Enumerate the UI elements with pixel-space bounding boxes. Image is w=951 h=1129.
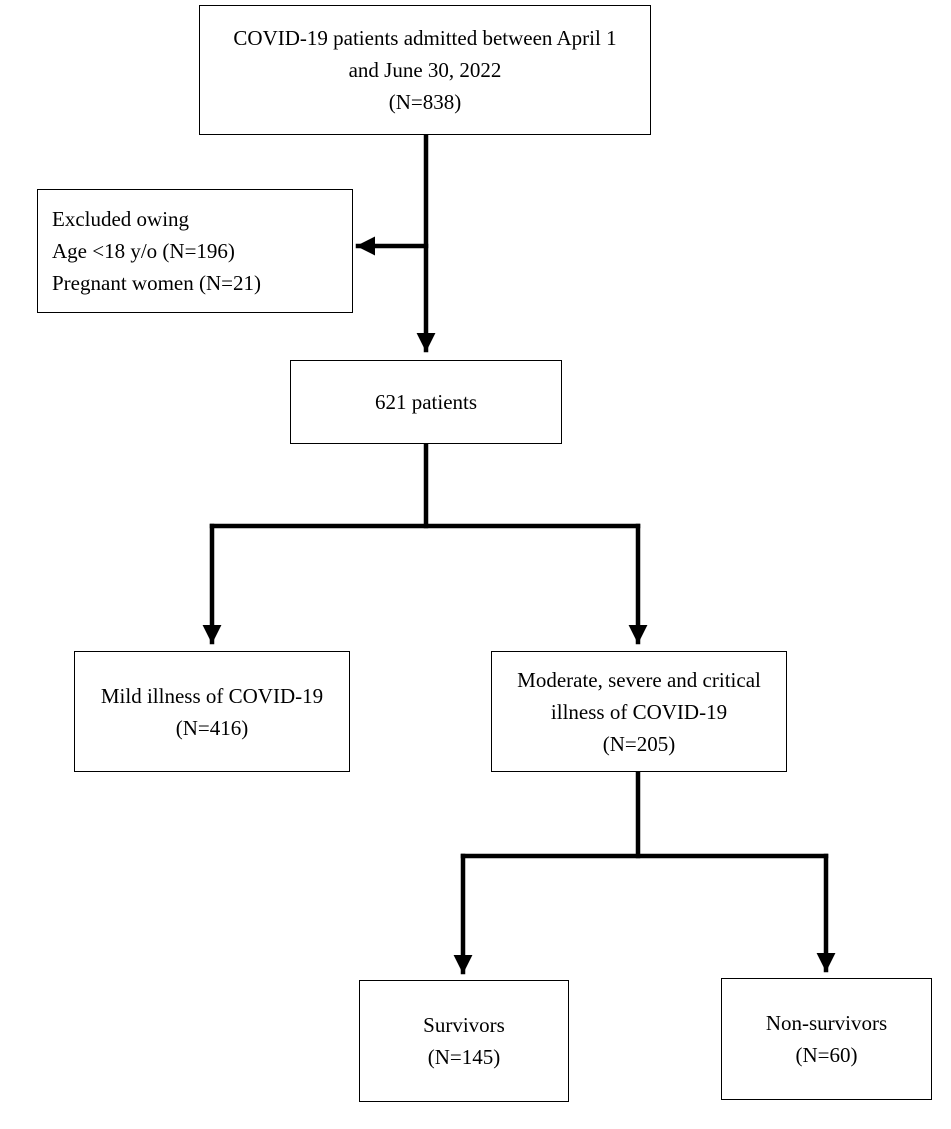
- node-survivors-line-1: Survivors: [423, 1013, 505, 1037]
- node-mild-line-1: Mild illness of COVID-19: [100, 683, 324, 708]
- node-non-survivors-line-2: (N=60): [795, 1043, 858, 1067]
- node-excluded-line-2: Age <18 y/o (N=196): [52, 239, 235, 263]
- node-excluded-line-1: Excluded owing: [52, 207, 190, 231]
- node-admitted-line-1: COVID-19 patients admitted between April…: [233, 26, 617, 50]
- node-admitted-line-3: (N=838): [388, 90, 462, 114]
- node-excluded-line-3: Pregnant women (N=21): [52, 271, 261, 295]
- node-non-survivors-line-1: Non-survivors: [765, 1011, 888, 1035]
- node-admitted-patients: COVID-19 patients admitted between April…: [199, 5, 651, 135]
- node-moderate-line-2: illness of COVID-19: [550, 699, 728, 724]
- node-mild-line-2: (N=416): [175, 715, 249, 740]
- node-mild-illness: Mild illness of COVID-19 (N=416): [74, 651, 350, 772]
- node-moderate-line-1: Moderate, severe and critical: [517, 667, 761, 692]
- node-non-survivors: Non-survivors (N=60): [721, 978, 932, 1100]
- node-moderate-severe-critical: Moderate, severe and critical illness of…: [491, 651, 787, 772]
- node-admitted-line-2: and June 30, 2022: [348, 58, 502, 82]
- node-survivors: Survivors (N=145): [359, 980, 569, 1102]
- node-included-patients: 621 patients: [290, 360, 562, 444]
- node-included-line-1: 621 patients: [374, 390, 478, 414]
- node-excluded: Excluded owing Age <18 y/o (N=196) Pregn…: [37, 189, 353, 313]
- node-moderate-line-3: (N=205): [602, 731, 676, 756]
- node-survivors-line-2: (N=145): [427, 1045, 501, 1069]
